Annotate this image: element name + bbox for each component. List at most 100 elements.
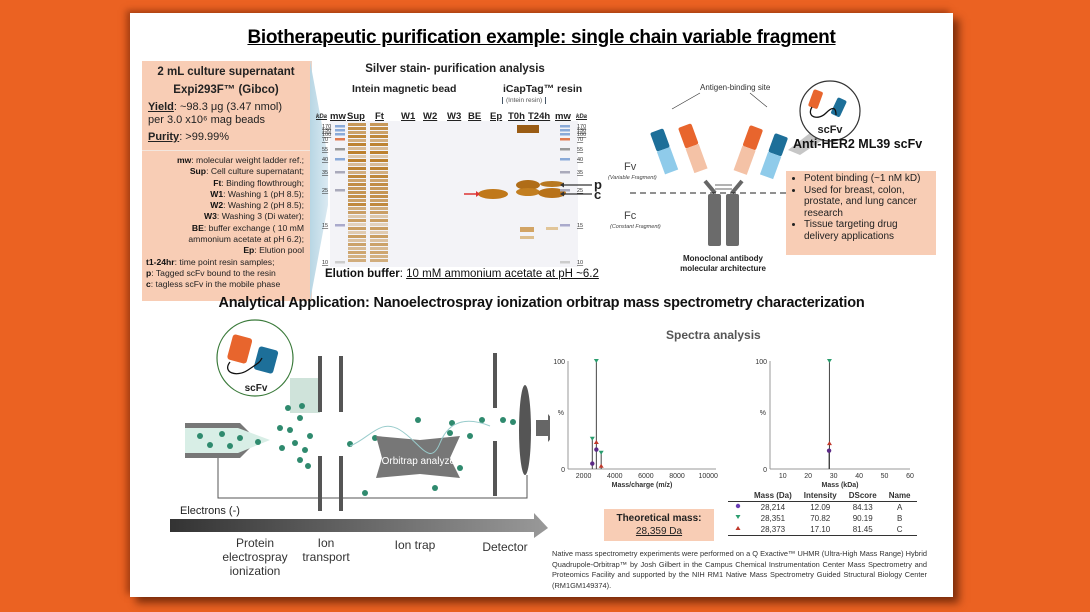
ladder-label-left: 10 — [322, 260, 328, 266]
right-arm — [759, 133, 788, 180]
ladder-label-left: 100 — [322, 132, 331, 138]
t0h-c-band — [516, 188, 540, 196]
ion-droplet — [287, 427, 293, 433]
column-header: Mass (Da) — [748, 490, 798, 502]
smear-band — [348, 211, 366, 214]
red-arrowhead-icon — [476, 191, 480, 197]
ion-droplet — [500, 417, 506, 423]
ion-droplet — [297, 457, 303, 463]
electrode — [339, 456, 343, 511]
x-tick-label: 20 — [804, 473, 812, 480]
smear-band — [370, 247, 388, 250]
detector-plate — [519, 385, 531, 475]
legend-item: Ft: Binding flowthrough; — [146, 178, 304, 189]
x-tick-label: 10 — [779, 473, 787, 480]
smear-band — [348, 171, 366, 174]
legend-text: : Cell culture supernatant; — [206, 166, 304, 177]
ep-band — [478, 189, 508, 199]
legend-text: : Binding flowthrough; — [221, 177, 304, 188]
info-header-2: Expi293F™ (Gibco) — [173, 84, 279, 96]
ion-droplet — [447, 430, 453, 436]
legend-key: Ft — [213, 177, 222, 188]
legend-text: : Washing 1 (pH 8.5); — [223, 188, 304, 199]
process-arrow — [170, 513, 548, 538]
theoretical-mass-box: Theoretical mass: 28,359 Da — [604, 509, 714, 541]
ladder-band — [335, 224, 345, 227]
ladder-label-right: 10 — [577, 260, 583, 266]
fv-sublabel: (Variable Fragment) — [608, 175, 657, 181]
yield-value-2: per 3.0 x10⁶ mag beads — [148, 114, 266, 126]
ladder-label-right: 100 — [577, 132, 586, 138]
smear-band — [348, 191, 366, 194]
legend-text: : Washing 2 (pH 8.5); — [223, 200, 304, 211]
peak-marker-triangle-up — [826, 441, 832, 446]
smear-band — [370, 167, 388, 170]
t0h-p-band — [516, 180, 540, 190]
ion-path — [349, 420, 491, 454]
smear-band — [370, 163, 388, 166]
smear-band — [348, 123, 366, 126]
ion-droplet — [479, 417, 485, 423]
smear-band — [348, 163, 366, 166]
band-p-label: p — [594, 177, 602, 192]
t24h-low-band — [546, 227, 558, 230]
smear-band — [348, 183, 366, 186]
legend-key: W1 — [210, 188, 224, 199]
left-heavy — [678, 123, 708, 174]
ladder-label-right: 40 — [577, 157, 583, 163]
right-heavy — [733, 125, 763, 175]
antigen-site-label: Antigen-binding site — [700, 83, 771, 92]
table-cell: 81.45 — [842, 524, 883, 536]
ion-droplet — [279, 445, 285, 451]
legend-key: t1-24hr — [146, 256, 175, 267]
smear-band — [348, 147, 366, 150]
elution-buffer: Elution buffer: 10 mM ammonium acetate a… — [325, 268, 599, 280]
smear-band — [370, 127, 388, 130]
ladder-label-left: 40 — [322, 157, 328, 163]
ion-droplet — [219, 431, 225, 437]
ladder-band — [335, 125, 345, 128]
legend-text: : buffer exchange ( 10 mM — [203, 222, 304, 233]
her2-bullet: Potent binding (~1 nM kD) — [804, 173, 932, 185]
electron-circuit — [217, 458, 528, 499]
lane-label: Ft — [375, 111, 384, 122]
legend-text: : Elution pool — [254, 245, 304, 256]
ladder-band — [560, 261, 570, 264]
legend-key: p — [146, 267, 152, 278]
smear-band — [348, 167, 366, 170]
table-cell: 12.09 — [810, 503, 831, 512]
t24h-p-band — [540, 181, 564, 187]
ion-droplet — [302, 447, 308, 453]
her2-bullet: Tissue targeting drug delivery applicati… — [804, 219, 932, 242]
column-header: Intensity — [797, 490, 843, 502]
electrode — [318, 356, 322, 412]
smear-band — [348, 255, 366, 258]
linker-icon — [809, 106, 837, 118]
theoretical-mass-label: Theoretical mass: — [616, 513, 702, 524]
x-tick-label: 2000 — [576, 473, 592, 480]
ladder-band — [560, 125, 570, 128]
y-tick-label: 100 — [755, 359, 767, 366]
peak-marker-circle — [590, 461, 595, 466]
smear-band — [370, 123, 388, 126]
peak-marker-triangle-down — [826, 359, 832, 363]
ion-droplet — [510, 419, 516, 425]
legend-key: Sup — [189, 166, 207, 177]
pointer-line — [749, 92, 768, 108]
smear-band — [348, 179, 366, 182]
gel-title: Silver stain- purification analysis — [365, 63, 545, 75]
theoretical-mass-value: 28,359 Da — [635, 526, 683, 537]
ion-droplet — [362, 490, 368, 496]
scfv-zoom-callout: scFv — [788, 80, 861, 155]
stage-text: Ion — [317, 536, 335, 550]
info-header-1: 2 mL culture supernatant — [157, 66, 295, 78]
smear-band — [370, 191, 388, 194]
legend-item: Sup: Cell culture supernatant; — [146, 166, 304, 177]
y-tick-label: 0 — [763, 467, 767, 474]
ion-droplet — [457, 465, 463, 471]
smear-band — [370, 243, 388, 246]
purity-value: : >99.99% — [179, 131, 230, 143]
ladder-label-left: 70 — [322, 137, 328, 143]
stage-ion-trap: Ion trap — [380, 538, 450, 552]
